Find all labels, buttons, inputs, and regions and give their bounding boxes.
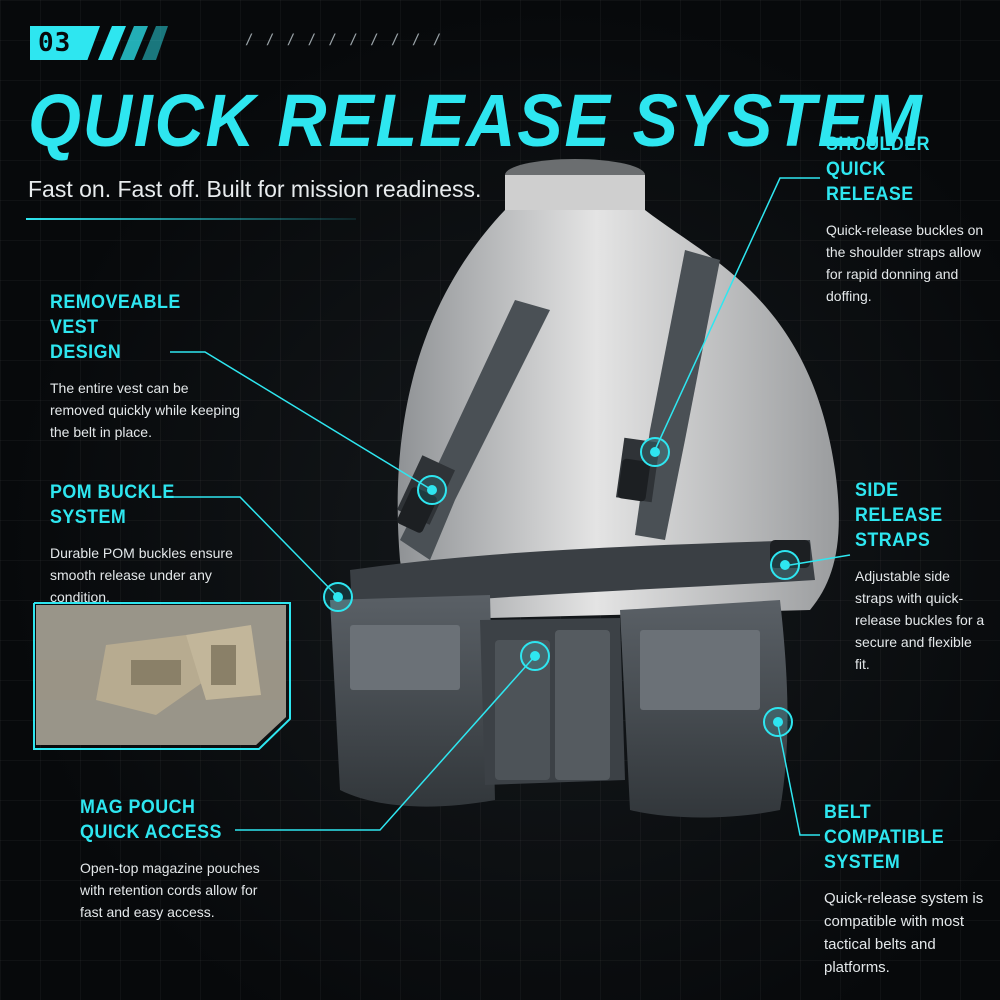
callout-title-line: SHOULDER bbox=[826, 134, 930, 155]
page-subtitle: Fast on. Fast off. Built for mission rea… bbox=[28, 176, 482, 202]
callout-title: POM BUCKLE SYSTEM bbox=[50, 480, 229, 530]
callout-title-line: QUICK ACCESS bbox=[80, 822, 222, 843]
badge-stripes-icon bbox=[98, 26, 168, 60]
callout-title-line: DESIGN bbox=[50, 342, 122, 363]
callout-side-release: SIDE RELEASE STRAPS Adjustable side stra… bbox=[855, 478, 990, 675]
callout-pom-buckle: POM BUCKLE SYSTEM Durable POM buckles en… bbox=[50, 480, 240, 608]
callout-mag-pouch: MAG POUCH QUICK ACCESS Open-top magazine… bbox=[80, 795, 280, 923]
callout-title-line: POM BUCKLE bbox=[50, 482, 175, 503]
callout-body: Quick-release buckles on the shoulder st… bbox=[826, 222, 984, 304]
callout-body: Adjustable side straps with quick-releas… bbox=[855, 568, 985, 672]
callout-body: Durable POM buckles ensure smooth releas… bbox=[50, 545, 233, 605]
section-badge: 03 bbox=[30, 26, 100, 60]
callout-title-line: BELT COMPATIBLE bbox=[824, 802, 945, 848]
callout-title-line: REMOVEABLE VEST bbox=[50, 292, 181, 338]
callout-title-line: MAG POUCH bbox=[80, 797, 196, 818]
section-number: 03 bbox=[38, 28, 72, 58]
callout-title: MAG POUCH QUICK ACCESS bbox=[80, 795, 268, 845]
decorative-slashes: / / / / / / / / / / bbox=[245, 32, 444, 48]
subtitle-divider bbox=[26, 218, 356, 220]
callout-removeable-vest: REMOVEABLE VEST DESIGN The entire vest c… bbox=[50, 290, 240, 443]
callout-title: REMOVEABLE VEST DESIGN bbox=[50, 290, 229, 365]
callout-title-line: QUICK RELEASE bbox=[826, 159, 914, 205]
callout-body: Quick-release system is compatible with … bbox=[824, 890, 984, 976]
callout-title: SIDE RELEASE STRAPS bbox=[855, 478, 982, 553]
callout-title-line: SYSTEM bbox=[824, 852, 901, 873]
chest-rig-product-image bbox=[330, 159, 839, 818]
callout-title-line: SIDE RELEASE bbox=[855, 480, 943, 526]
callout-belt-compatible: BELT COMPATIBLE SYSTEM Quick-release sys… bbox=[824, 800, 994, 979]
callout-body: The entire vest can be removed quickly w… bbox=[50, 380, 240, 440]
callout-title-line: STRAPS bbox=[855, 530, 931, 551]
inset-frame bbox=[33, 602, 291, 750]
callout-title: SHOULDER QUICK RELEASE bbox=[826, 132, 976, 207]
callout-shoulder-release: SHOULDER QUICK RELEASE Quick-release buc… bbox=[826, 132, 986, 307]
page-title: QUICK RELEASE SYSTEM bbox=[28, 79, 924, 162]
callout-title-line: SYSTEM bbox=[50, 507, 127, 528]
callout-body: Open-top magazine pouches with retention… bbox=[80, 860, 260, 920]
callout-title: BELT COMPATIBLE SYSTEM bbox=[824, 800, 984, 875]
